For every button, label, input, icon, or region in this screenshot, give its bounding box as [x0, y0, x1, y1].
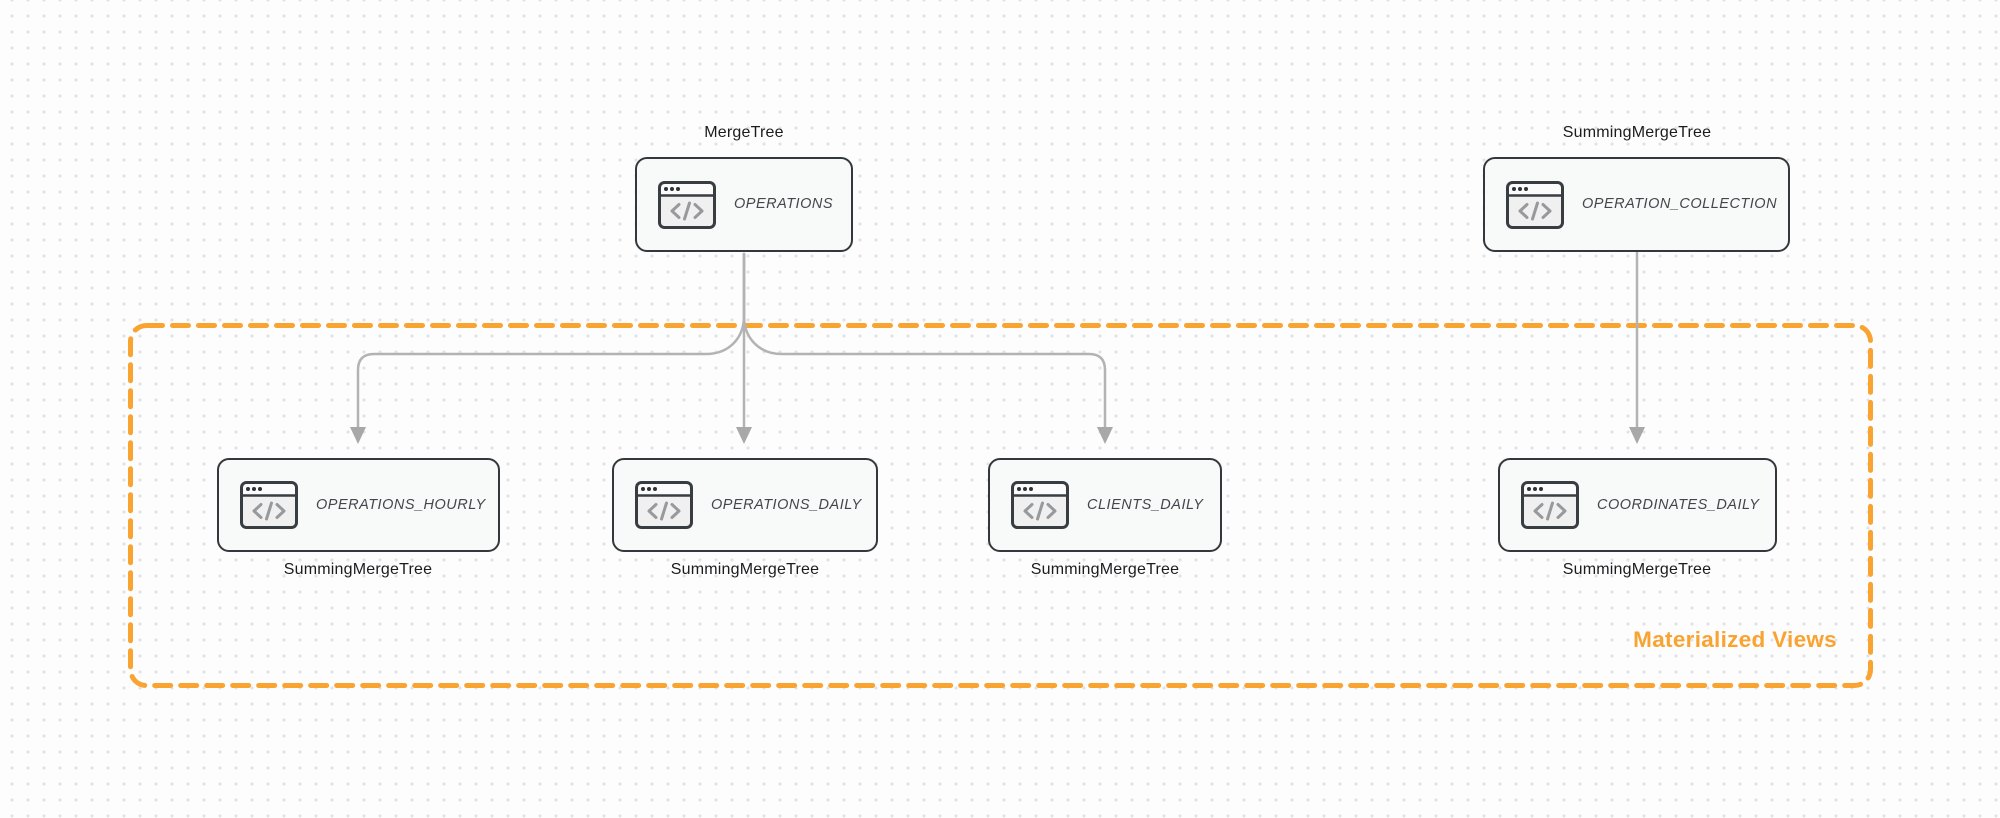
edge-operations-to-clients-daily	[742, 252, 1107, 429]
node-title: OPERATIONS_HOURLY	[316, 496, 486, 513]
arrowhead	[1097, 427, 1113, 444]
engine-label: SummingMergeTree	[283, 561, 433, 578]
node-operation-collection: OPERATION_COLLECTION	[1483, 157, 1790, 252]
code-window-icon	[1506, 180, 1564, 229]
code-window-icon	[658, 180, 716, 229]
arrowhead	[1629, 427, 1645, 444]
engine-label: SummingMergeTree	[1030, 561, 1180, 578]
arrowhead	[736, 427, 752, 444]
node-coordinates-daily: COORDINATES_DAILY	[1498, 458, 1777, 552]
code-window-icon	[635, 481, 693, 529]
node-operations-daily: OPERATIONS_DAILY	[612, 458, 878, 552]
node-title: OPERATIONS	[734, 196, 833, 212]
engine-label: MergeTree	[704, 124, 784, 141]
node-title: COORDINATES_DAILY	[1597, 496, 1760, 513]
node-operations: OPERATIONS	[635, 157, 853, 252]
arrowhead	[350, 427, 366, 444]
edge-operations-to-operations-hourly	[356, 252, 746, 429]
code-window-icon	[240, 481, 298, 529]
engine-label: SummingMergeTree	[1562, 124, 1712, 141]
materialized-views-boundary	[128, 323, 1873, 688]
code-window-icon	[1011, 481, 1069, 529]
node-operations-hourly: OPERATIONS_HOURLY	[217, 458, 500, 552]
code-window-icon	[1521, 481, 1579, 529]
node-title: OPERATIONS_DAILY	[711, 496, 862, 513]
node-clients-daily: CLIENTS_DAILY	[988, 458, 1222, 552]
engine-label: SummingMergeTree	[670, 561, 820, 578]
node-title: CLIENTS_DAILY	[1087, 496, 1204, 513]
node-title: OPERATION_COLLECTION	[1582, 196, 1778, 212]
engine-label: SummingMergeTree	[1562, 561, 1712, 578]
materialized-views-label: Materialized Views	[1633, 627, 1837, 652]
